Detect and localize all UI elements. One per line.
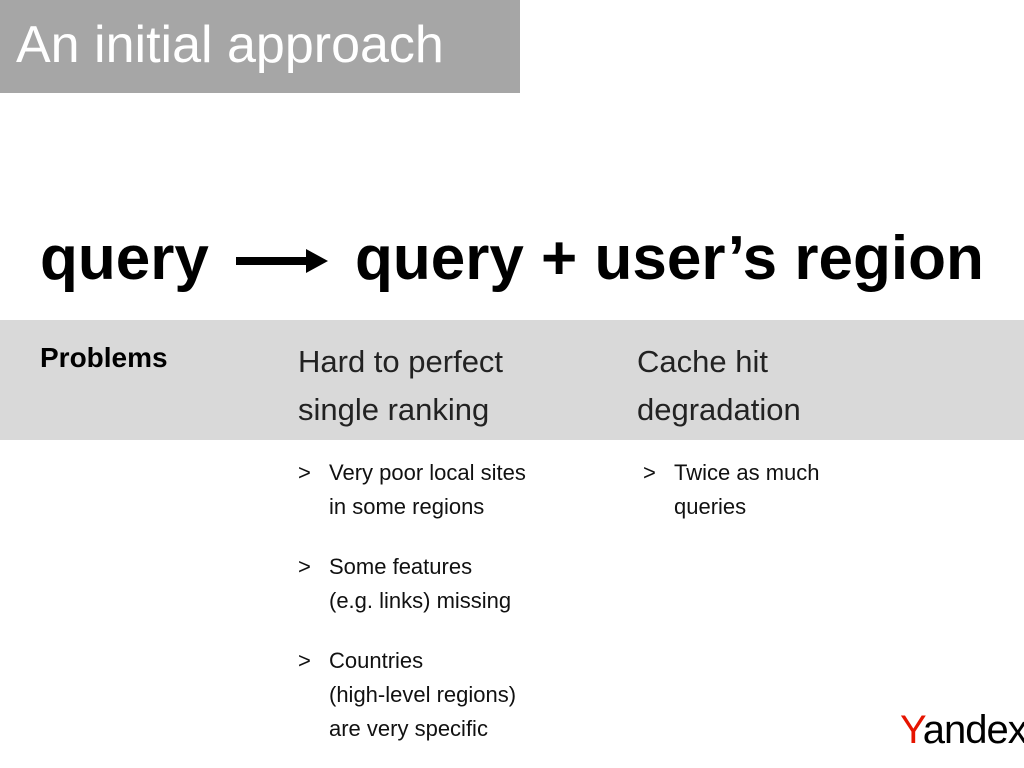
bullet-line: Countries <box>329 648 424 673</box>
bullet-line: Very poor local sites <box>329 460 526 485</box>
problem-heading-line: Cache hit <box>637 344 768 379</box>
logo-rest: andex <box>922 708 1024 752</box>
bullet-line: queries <box>674 494 747 519</box>
list-item: > Countries (high-level regions) are ver… <box>298 644 526 746</box>
problem-heading-line: single ranking <box>298 392 490 427</box>
bullet-marker: > <box>298 460 311 485</box>
bullet-marker: > <box>298 648 311 673</box>
bullet-line: Twice as much <box>674 460 820 485</box>
problems-label: Problems <box>40 342 168 373</box>
formula-right-term: query + user’s region <box>355 224 984 293</box>
bullet-line: are very specific <box>329 716 488 741</box>
problem-heading-ranking: Hard to perfect single ranking <box>298 338 503 434</box>
bullet-line: (e.g. links) missing <box>329 588 512 613</box>
problem-heading-cache: Cache hit degradation <box>637 338 801 434</box>
bullet-marker: > <box>298 554 311 579</box>
bullet-line: in some regions <box>329 494 485 519</box>
formula-left-term: query <box>40 224 209 293</box>
bullet-marker: > <box>643 460 656 485</box>
list-item: > Some features (e.g. links) missing <box>298 550 526 618</box>
title-box: An initial approach <box>0 0 520 93</box>
list-item: > Twice as much queries <box>643 456 820 524</box>
problems-band <box>0 320 1024 440</box>
problem-heading-line: Hard to perfect <box>298 344 504 379</box>
right-arrow-icon <box>236 249 328 273</box>
bullet-line: Some features <box>329 554 473 579</box>
formula-row: query query + user’s region <box>0 222 1024 298</box>
slide-title: An initial approach <box>16 16 444 74</box>
bullet-line: (high-level regions) <box>329 682 517 707</box>
ranking-bullet-list: > Very poor local sites in some regions … <box>298 456 526 768</box>
logo-first-letter: Y <box>900 708 924 752</box>
list-item: > Very poor local sites in some regions <box>298 456 526 524</box>
cache-bullet-list: > Twice as much queries <box>643 456 820 550</box>
yandex-logo: Yandex <box>900 704 1024 756</box>
problem-heading-line: degradation <box>637 392 801 427</box>
